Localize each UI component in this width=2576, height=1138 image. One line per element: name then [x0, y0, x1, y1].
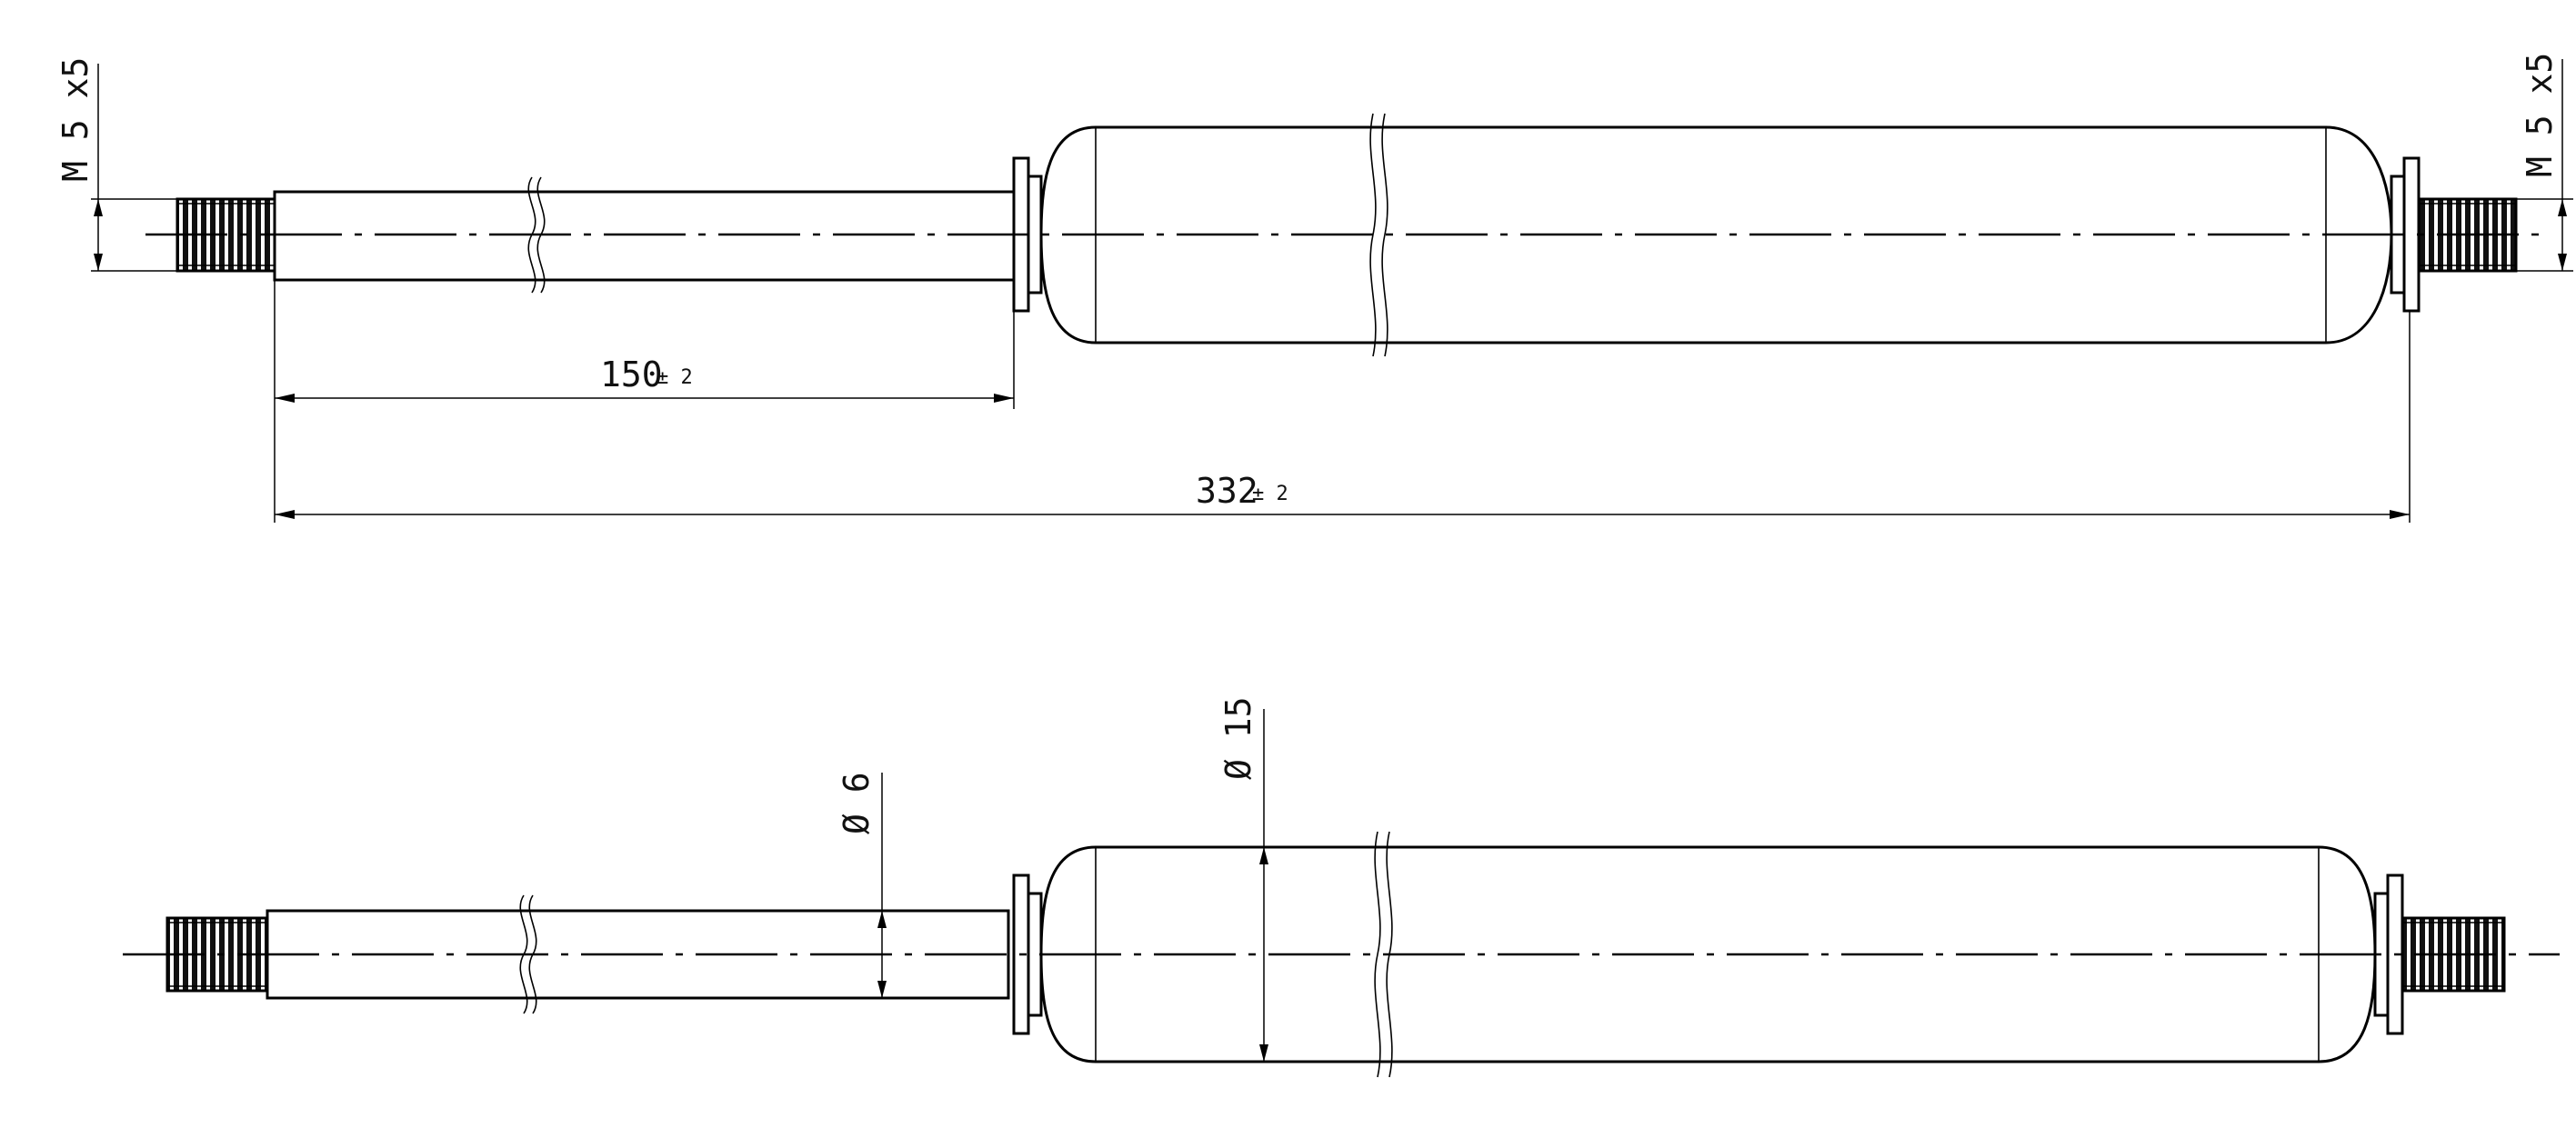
right-thread-dimension: M 5 x5	[2516, 53, 2573, 272]
bottom-rod-end-cap	[1012, 873, 1043, 1035]
stroke-dimension-tolerance: ± 2	[657, 366, 693, 389]
body-diameter-dimension: Ø 15	[1218, 696, 1268, 1062]
overall-dimension-tolerance: ± 2	[1252, 483, 1288, 505]
right-thread-label: M 5 x5	[2520, 53, 2560, 177]
stroke-dimension-value: 150	[600, 354, 663, 394]
bottom-view: Ø 6 Ø 15	[123, 696, 2560, 1078]
left-thread-dimension: M 5 x5	[55, 57, 177, 272]
rod-diameter-label: Ø 6	[837, 772, 877, 834]
rod-diameter-dimension: Ø 6	[837, 772, 887, 998]
top-view: M 5 x5 M 5 x5 150 ± 2 332	[55, 53, 2573, 523]
body-diameter-label: Ø 15	[1218, 696, 1258, 780]
overall-dimension: 332 ± 2	[275, 311, 2411, 523]
stroke-dimension: 150 ± 2	[274, 280, 1015, 523]
overall-dimension-value: 332	[1196, 471, 1258, 511]
left-thread-label: M 5 x5	[55, 57, 95, 182]
